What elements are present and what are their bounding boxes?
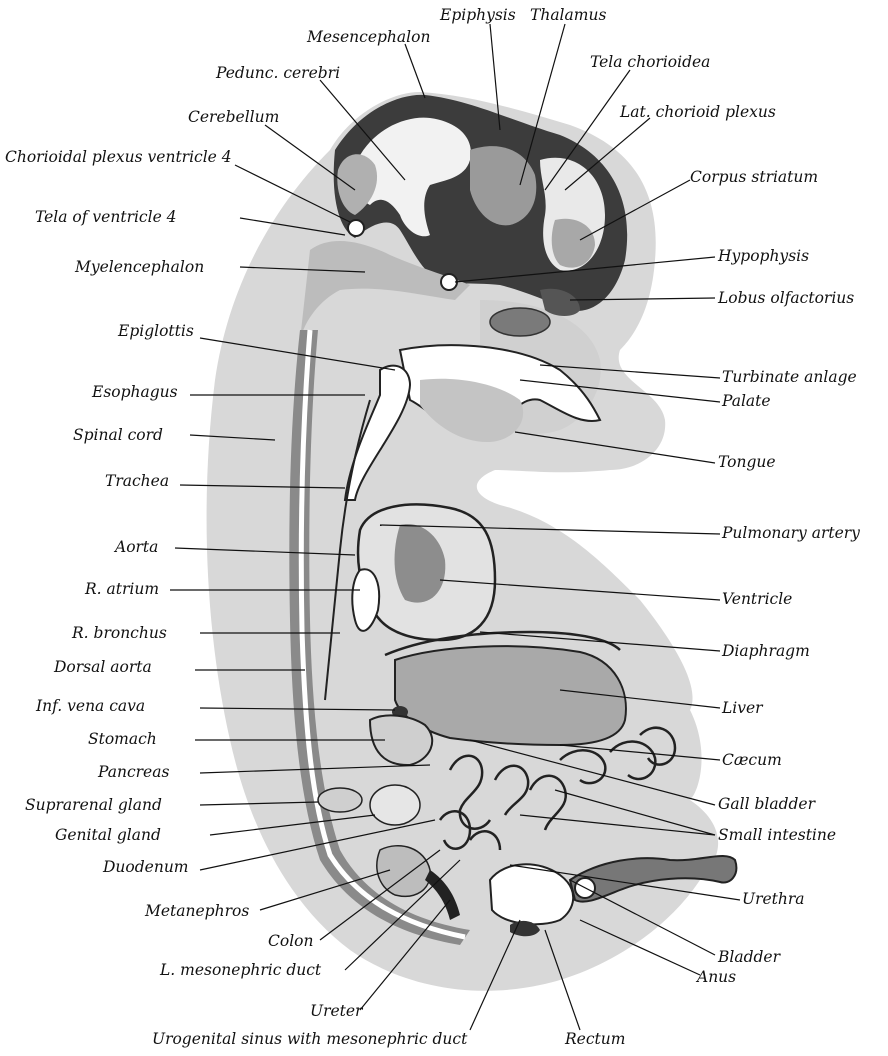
label-urogenital-sinus: Urogenital sinus with mesonephric duct	[152, 1030, 468, 1048]
label-tongue: Tongue	[718, 453, 776, 471]
label-pedunc-cerebri: Pedunc. cerebri	[215, 64, 340, 82]
label-ventricle: Ventricle	[722, 590, 792, 608]
label-gall-bladder: Gall bladder	[718, 795, 817, 813]
label-pulmonary-artery: Pulmonary artery	[721, 524, 860, 542]
label-epiglottis: Epiglottis	[117, 322, 194, 340]
label-hypophysis: Hypophysis	[717, 247, 809, 265]
label-colon: Colon	[268, 932, 313, 950]
label-lat-chorioid-plexus: Lat. chorioid plexus	[619, 103, 776, 121]
label-turbinate-anlage: Turbinate anlage	[722, 368, 857, 386]
label-r-bronchus: R. bronchus	[71, 624, 167, 642]
label-genital-gland: Genital gland	[55, 826, 161, 844]
hypophysis-structure	[441, 274, 457, 290]
label-r-atrium: R. atrium	[84, 580, 159, 598]
label-thalamus: Thalamus	[530, 6, 606, 24]
label-chorioidal-plexus-v4: Chorioidal plexus ventricle 4	[5, 148, 232, 166]
label-ureter: Ureter	[310, 1002, 364, 1020]
label-spinal-cord: Spinal cord	[73, 426, 163, 444]
label-cerebellum: Cerebellum	[188, 108, 279, 126]
label-corpus-striatum: Corpus striatum	[690, 168, 818, 186]
label-urethra: Urethra	[742, 890, 805, 908]
label-mesencephalon: Mesencephalon	[306, 28, 430, 46]
label-lobus-olfactorius: Lobus olfactorius	[717, 289, 854, 307]
embryo-drawing	[207, 92, 737, 991]
label-dorsal-aorta: Dorsal aorta	[53, 658, 152, 676]
turbinate-structure	[490, 308, 550, 336]
label-palate: Palate	[721, 392, 771, 410]
label-aorta: Aorta	[113, 538, 158, 556]
label-rectum: Rectum	[564, 1030, 625, 1048]
label-anus: Anus	[695, 968, 736, 986]
label-pancreas: Pancreas	[97, 763, 169, 781]
label-inf-vena-cava: Inf. vena cava	[35, 697, 145, 715]
label-myelencephalon: Myelencephalon	[74, 258, 204, 276]
label-small-intestine: Small intestine	[718, 826, 836, 844]
label-tela-chorioidea: Tela chorioidea	[590, 53, 710, 71]
label-epiphysis: Epiphysis	[439, 6, 516, 24]
label-suprarenal-gland: Suprarenal gland	[25, 796, 162, 814]
genital-gland-structure	[370, 785, 420, 825]
label-esophagus: Esophagus	[91, 383, 178, 401]
label-caecum: Cæcum	[722, 751, 782, 769]
label-bladder: Bladder	[717, 948, 782, 966]
label-diaphragm: Diaphragm	[721, 642, 810, 660]
label-liver: Liver	[721, 699, 764, 717]
label-trachea: Trachea	[105, 472, 169, 490]
label-stomach: Stomach	[88, 730, 157, 748]
label-l-mesonephric-duct: L. mesonephric duct	[159, 961, 322, 979]
chorioidal-plexus-v4	[348, 220, 364, 236]
suprarenal-gland-structure	[318, 788, 362, 812]
label-metanephros: Metanephros	[144, 902, 249, 920]
label-duodenum: Duodenum	[102, 858, 189, 876]
label-tela-v4: Tela of ventricle 4	[35, 208, 177, 226]
